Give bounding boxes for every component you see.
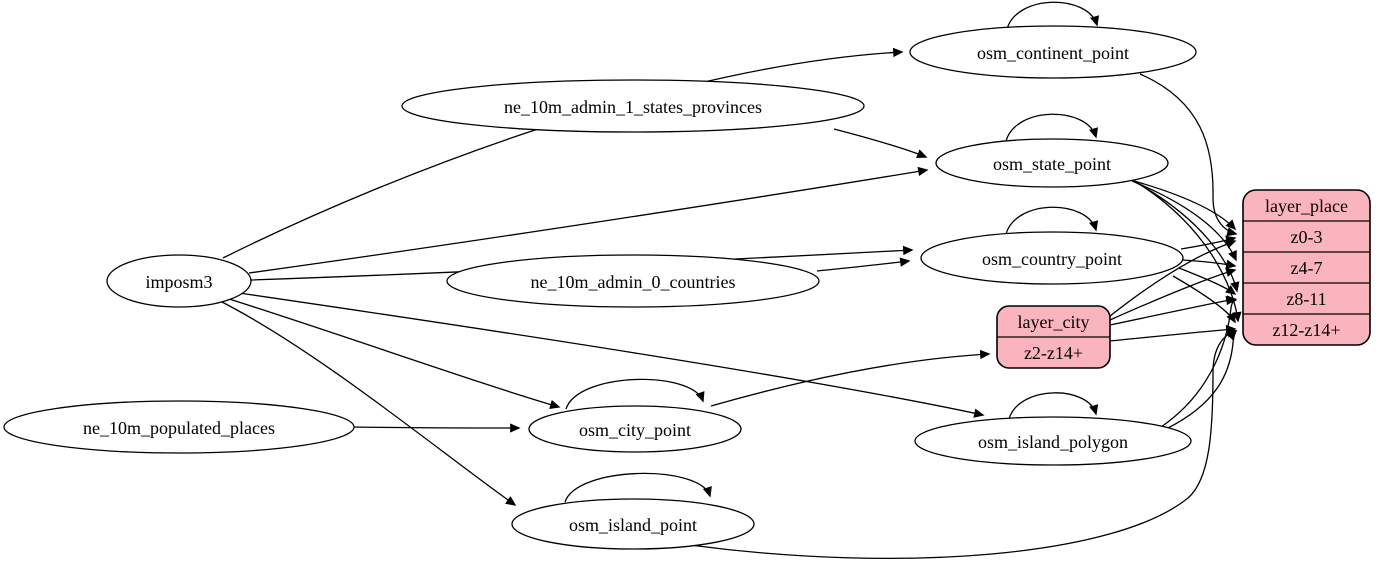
node-layer_place-row-z0-3: z0-3: [1291, 227, 1323, 247]
node-osm_continent_point-shape: [909, 25, 1197, 79]
edge-ne_10m_populated_places-osm_city_point: [352, 423, 521, 433]
node-osm_island_polygon: osm_island_polygon: [914, 416, 1192, 466]
node-osm_state_point: osm_state_point: [935, 138, 1169, 188]
edge-imposm3-osm_city_point: [225, 297, 561, 410]
edge-self-loop-osm_state_point: [1005, 113, 1099, 142]
node-layer_city-row-z2-z14: z2-z14+: [1024, 343, 1083, 363]
node-imposm3-label: imposm3: [145, 272, 212, 292]
edge-self-loop-osm_island_polygon: [1008, 392, 1099, 420]
node-ne_10m_populated_places-shape: [3, 400, 355, 454]
edge-osm_state_point-layer_place-z12-z14: [1140, 184, 1242, 323]
node-layer_city: layer_city z2-z14+: [996, 305, 1111, 369]
edge-osm_continent_point-layer_place-z0-3: [1139, 73, 1238, 237]
node-osm_continent_point-label: osm_continent_point: [977, 43, 1129, 63]
node-osm_island_point: osm_island_point: [511, 498, 755, 550]
node-osm_state_point-label: osm_state_point: [993, 154, 1111, 174]
edge-ne_10m_admin_0_countries-osm_country_point: [816, 257, 911, 272]
edge-osm_country_point-layer_place-z4-7: [1182, 259, 1237, 269]
node-layer_place-row-z8-11: z8-11: [1286, 289, 1326, 309]
edge-self-loop-osm_city_point: [565, 378, 705, 410]
edge-osm_country_point-layer_place-z12-z14: [1172, 275, 1236, 324]
edge-imposm3-osm_state_point: [248, 166, 929, 274]
edge-osm_country_point-layer_place-z0-3: [1180, 235, 1237, 250]
node-ne_10m_admin_1_states_provinces: ne_10m_admin_1_states_provinces: [401, 79, 865, 133]
node-osm_city_point-label: osm_city_point: [579, 420, 691, 440]
edge-osm_state_point-layer_place-z8-11: [1136, 182, 1240, 293]
edge-layer_city-layer_place-z0-3: [1109, 239, 1237, 317]
node-layer_place-row-z12-z14: z12-z14+: [1272, 320, 1340, 340]
edge-osm_state_point-layer_place-z0-3: [1126, 178, 1237, 231]
node-osm_island_polygon-label: osm_island_polygon: [978, 432, 1128, 452]
node-ne_10m_admin_0_countries: ne_10m_admin_0_countries: [446, 254, 820, 308]
edge-imposm3-osm_island_polygon: [238, 292, 985, 418]
node-osm_city_point-shape: [528, 405, 742, 453]
node-ne_10m_admin_1_states_provinces-shape: [401, 79, 865, 133]
edge-osm_city_point-layer_city-z2-z14: [710, 349, 991, 407]
edge-group: [219, 1, 1242, 560]
node-layer_place-row-z4-7: z4-7: [1291, 258, 1323, 278]
node-imposm3-shape: [106, 254, 252, 308]
node-osm_continent_point: osm_continent_point: [909, 25, 1197, 79]
node-ne_10m_admin_1_states_provinces-label: ne_10m_admin_1_states_provinces: [504, 97, 762, 117]
edge-self-loop-osm_continent_point: [1006, 1, 1100, 30]
edge-imposm3-osm_island_point: [219, 300, 517, 506]
node-imposm3: imposm3: [106, 254, 252, 308]
node-osm_island_point-label: osm_island_point: [569, 515, 697, 535]
edge-ne_10m_admin_1_states_provinces-osm_state_point: [833, 128, 928, 159]
edge-self-loop-osm_country_point: [1005, 206, 1099, 235]
edge-osm_country_point-layer_place-z8-11: [1178, 267, 1237, 295]
edge-self-loop-osm_island_point: [564, 472, 712, 503]
node-osm_state_point-shape: [935, 138, 1169, 188]
node-osm_city_point: osm_city_point: [528, 405, 742, 453]
node-ne_10m_admin_0_countries-label: ne_10m_admin_0_countries: [531, 272, 736, 292]
node-ne_10m_populated_places-label: ne_10m_populated_places: [83, 418, 275, 438]
node-osm_island_point-shape: [511, 498, 755, 550]
edge-osm_island_polygon-layer_place-z8-11: [1160, 295, 1238, 428]
edge-layer_city-layer_place-z12-z14: [1109, 324, 1237, 342]
node-layer_place: layer_place z0-3 z4-7 z8-11 z12-z14+: [1242, 189, 1371, 346]
edge-osm_state_point-layer_place-z4-7: [1131, 180, 1237, 262]
node-osm_island_polygon-shape: [914, 416, 1192, 466]
node-layer_place-shape: [1242, 189, 1371, 346]
node-ne_10m_admin_0_countries-shape: [446, 254, 820, 308]
node-osm_country_point-label: osm_country_point: [982, 249, 1122, 269]
edge-osm_island_point-layer_place-z12-z14: [689, 328, 1238, 560]
edge-layer_city-layer_place-z4-7: [1109, 267, 1237, 321]
node-layer_city-title: layer_city: [1018, 312, 1090, 332]
node-ne_10m_populated_places: ne_10m_populated_places: [3, 400, 355, 454]
node-layer_place-title: layer_place: [1265, 196, 1348, 216]
node-osm_country_point-shape: [920, 231, 1184, 285]
node-osm_country_point: osm_country_point: [920, 231, 1184, 285]
